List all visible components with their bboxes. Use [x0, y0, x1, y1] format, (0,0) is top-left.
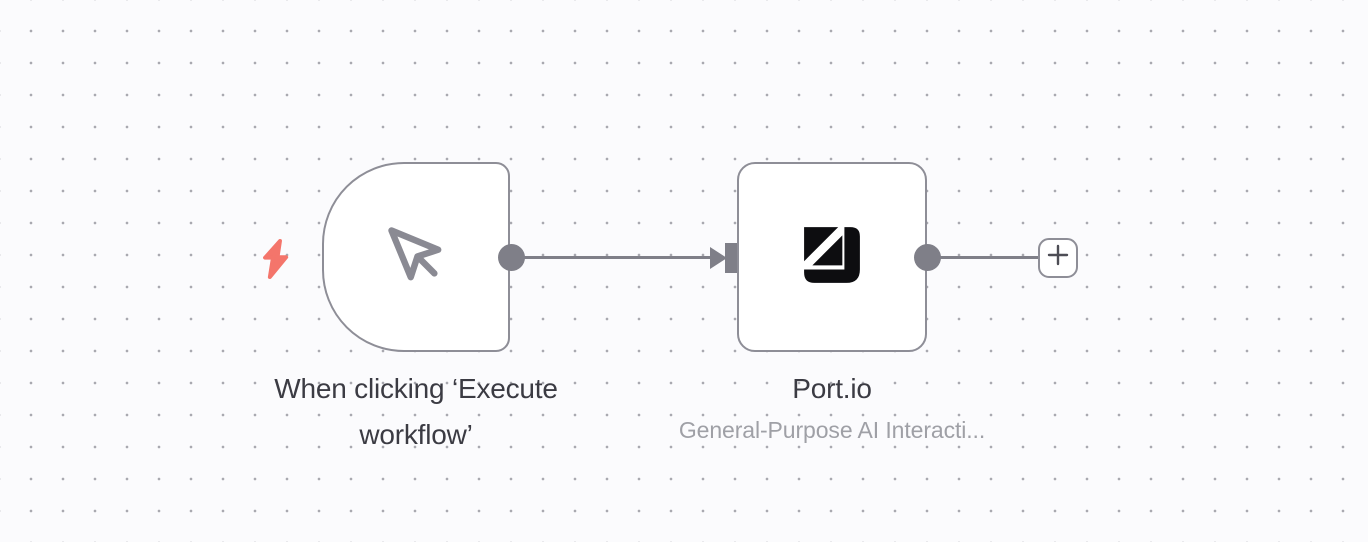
input-port-portio[interactable]: [725, 242, 738, 273]
node-label-trigger: When clicking ‘Execute workflow’: [116, 366, 716, 458]
connection-line[interactable]: [511, 256, 711, 259]
lightning-bolt-icon: [260, 237, 291, 286]
node-label-line: When clicking ‘Execute: [274, 373, 558, 404]
node-subtitle: General-Purpose AI Interacti...: [678, 417, 986, 443]
mouse-pointer-icon: [381, 220, 451, 295]
plus-icon: [1046, 243, 1070, 272]
connection-arrowhead-icon: [710, 246, 727, 269]
port-io-logo-icon: [801, 224, 863, 291]
pending-connection-line: [927, 256, 1040, 259]
node-manual-trigger[interactable]: [322, 162, 510, 352]
node-label-portio: Port.io General-Purpose AI Interacti...: [632, 366, 1032, 447]
node-label-line: workflow’: [359, 419, 473, 450]
node-portio[interactable]: [737, 162, 927, 352]
add-node-button[interactable]: [1038, 237, 1078, 278]
node-title: Port.io: [792, 373, 872, 404]
